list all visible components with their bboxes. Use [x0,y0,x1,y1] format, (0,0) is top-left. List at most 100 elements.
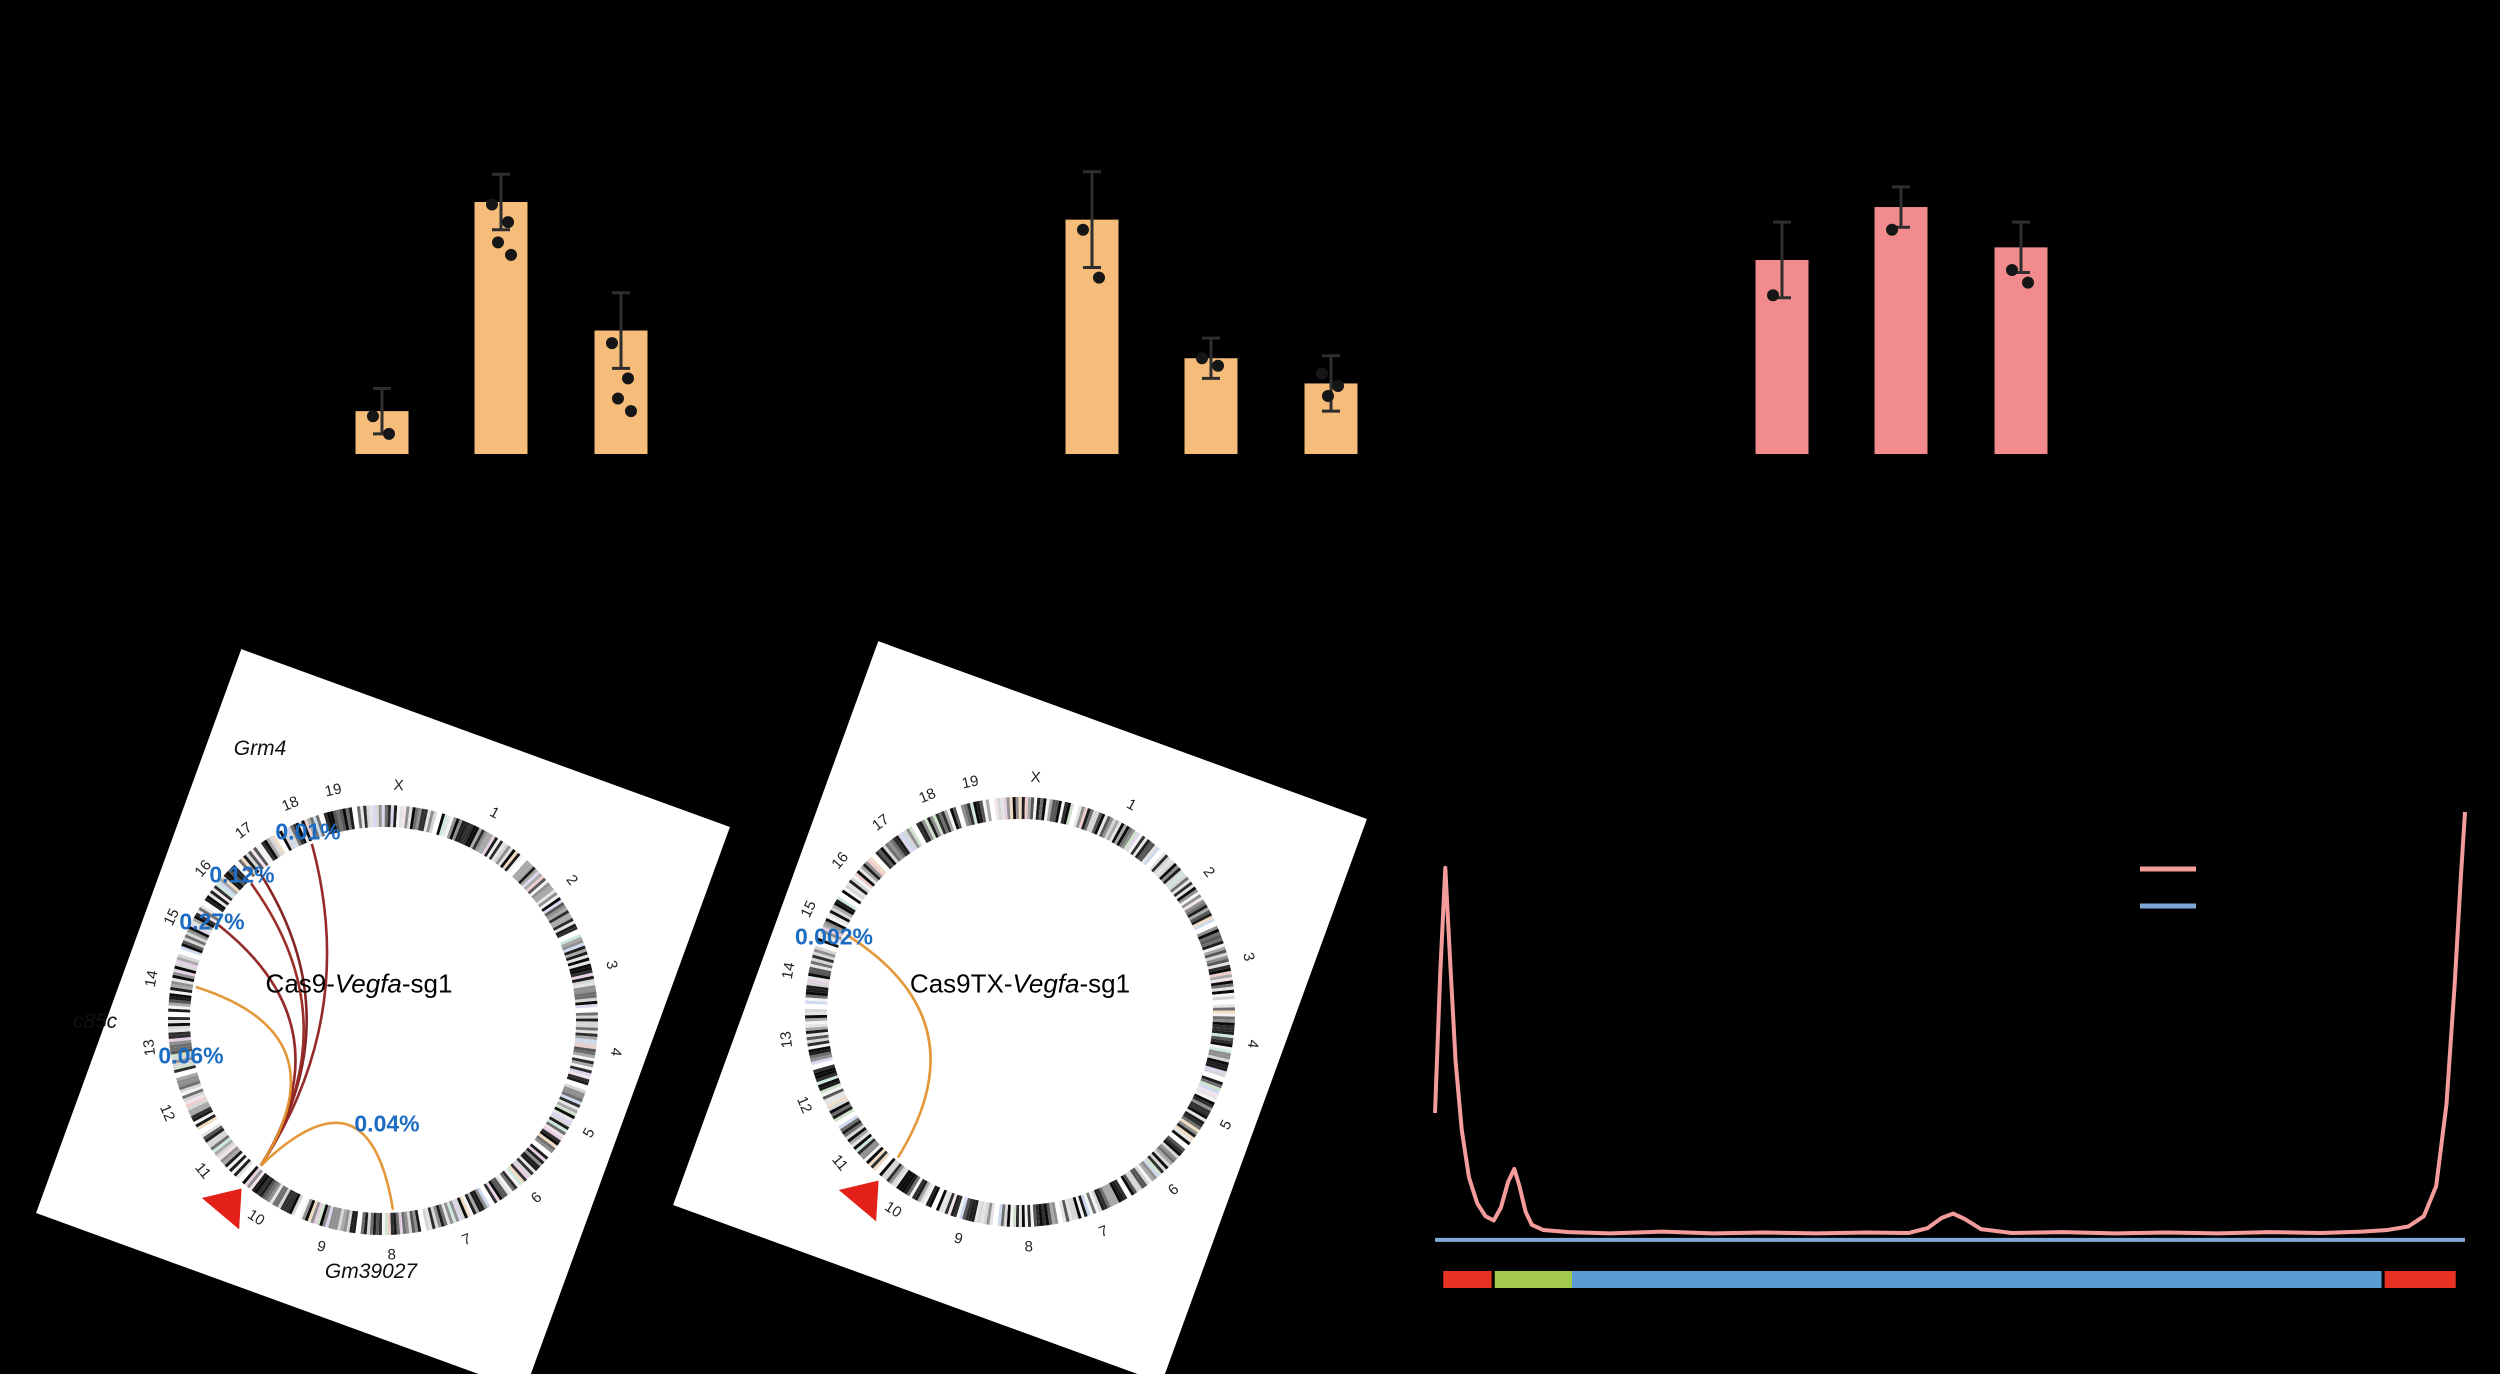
chromosome-band [485,1181,501,1202]
chromosome-band [812,954,835,964]
chromosome-band [209,889,230,906]
chromosome-band [1188,1103,1210,1117]
chromosome-band [204,897,225,913]
chromosome-band [573,1046,596,1053]
chromosome-band [229,866,248,885]
chromosome-band [259,1177,275,1198]
chromosome-band [1204,949,1227,959]
chromosome-band [571,972,594,981]
chromosome-band [222,1148,241,1166]
chromosome-band [806,1037,830,1044]
chromosome-band [818,934,840,946]
chromosome-band [805,1020,828,1025]
chromosome-band [1201,1075,1224,1086]
chromosome-band [417,808,426,831]
chromosome-band [1046,1202,1053,1225]
chromosome-band [881,1159,898,1179]
chromosome-band [285,1192,299,1214]
chromosome-band [282,1190,296,1212]
chromosome-band [921,819,934,841]
chromosome-band [456,1197,469,1219]
chromosome-band [564,1083,587,1094]
chromosome-band [1041,798,1047,821]
chromosome-band [1149,852,1167,871]
chromosome-band [809,966,832,975]
chromosome-band [804,1012,828,1016]
chromosome-band [1201,937,1223,948]
chromosome-band [310,1201,321,1224]
chromosome-band [550,912,571,927]
chromosome-band [807,1043,830,1050]
chromosome-band [1203,946,1226,956]
error-bar [492,172,510,232]
chromosome-band [872,1152,890,1171]
chromosome-band [841,889,862,905]
chromosome-band [529,1143,549,1160]
chromosome-band [986,1202,993,1225]
chromosome-label: 13 [777,1030,796,1049]
chromosome-band [1024,1204,1029,1227]
chromosome-band [185,931,208,944]
chromosome-band [291,1194,304,1216]
chromosome-band [499,1172,516,1192]
chromosome-band [192,1109,214,1123]
chromosome-band [863,1144,882,1162]
chromosome-band [1208,964,1231,973]
chromosome-band [567,1073,590,1083]
chromosome-band [224,1150,243,1168]
chromosome-band [1202,943,1225,954]
chromosome-band [1101,817,1114,839]
chromosome-band [319,1204,329,1227]
chromosome-label: 15 [160,906,183,928]
chromosome-band [210,1134,230,1151]
chromosome-band [525,875,545,893]
chromosome-band [258,843,274,863]
chromosome-band [518,1155,536,1174]
chromosome-band [256,1176,272,1196]
chromosome-label: 15 [797,898,820,920]
chromosome-band [1171,879,1191,895]
chromosome-band [469,827,483,849]
chromosome-band [1030,797,1035,820]
cut-site-arrow-icon [838,1180,879,1222]
circos-title-cas9tx: Cas9TX-Vegfa-sg1 [910,969,1130,1000]
chromosome-band [983,1202,990,1225]
chromosome-band [1212,1010,1236,1014]
chromosome-band [474,1188,488,1210]
chromosome-band [260,841,276,862]
chromosome-band [898,1171,914,1192]
chromosome-band [183,1091,205,1103]
chromosome-band [1060,801,1069,824]
chromosome-band [825,917,847,931]
chromosome-band [1212,992,1235,998]
chromosome-band [856,870,876,887]
chromosome-band [571,975,595,984]
chromosome-band [1003,1204,1009,1227]
chromosome-band [451,1199,463,1221]
chromosome-band [495,1175,511,1196]
chromosome-band [381,1212,385,1235]
chromosome-band [514,1159,532,1178]
chromosome-band [551,1111,573,1125]
chromosome-band [572,978,595,986]
data-point [502,216,514,229]
chromosome-band [806,1034,829,1041]
chromosome-band [401,1211,407,1235]
chromosome-band [1209,1043,1233,1051]
chromosome-band [808,972,831,980]
chromosome-band [805,1000,828,1005]
chromosome-band [807,975,830,983]
translocation-percentage: 0.002% [794,923,874,950]
chromosome-band [472,1189,485,1211]
chromosome-band [467,826,480,848]
chromosome-band [169,993,192,999]
chromosome-label: 10 [881,1198,904,1221]
chromosome-band [1198,931,1221,943]
chromosome-band [900,831,916,852]
chromosome-band [316,1203,326,1226]
chromosome-band [559,933,582,946]
chromosome-band [1099,815,1111,838]
chromosome-band [462,823,474,846]
chromosome-band [432,1205,442,1228]
chromosome-band [547,1118,568,1133]
